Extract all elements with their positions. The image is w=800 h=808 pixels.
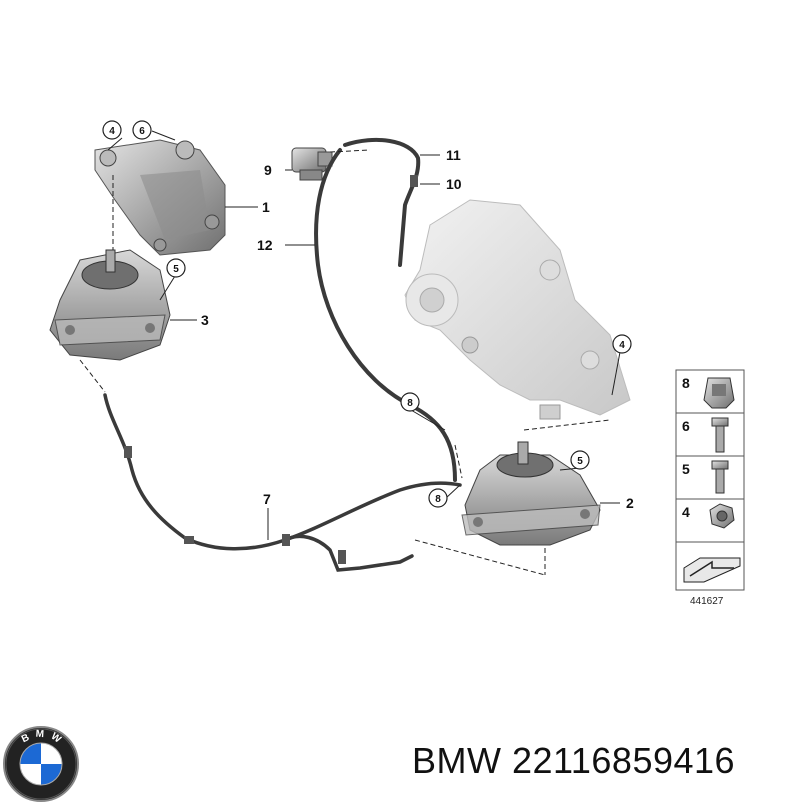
- legend-number-8: 8: [682, 375, 690, 391]
- circled-callout-8-middle: 8: [400, 392, 420, 412]
- hex-nut-icon: [709, 503, 735, 529]
- circled-callout-8-lower: 8: [428, 488, 448, 508]
- callout-3: 3: [201, 312, 209, 328]
- bolt-short-icon: [711, 460, 729, 494]
- svg-text:6: 6: [139, 126, 145, 137]
- diagram-reference-number: 441627: [690, 596, 724, 607]
- callout-2: 2: [626, 495, 634, 511]
- parts-diagram: 1 3 2 12 9 11 10 7 4 6 5 4 8 8 5 8 6: [49, 120, 745, 607]
- hose-clips: [124, 175, 418, 564]
- svg-text:5: 5: [173, 264, 179, 275]
- legend-number-4: 4: [682, 504, 690, 520]
- circled-callout-4-top: 4: [102, 120, 122, 140]
- svg-text:5: 5: [577, 456, 583, 467]
- leader-lines: [107, 130, 621, 540]
- circled-callout-5-right: 5: [570, 450, 590, 470]
- callout-10: 10: [446, 176, 462, 192]
- svg-text:4: 4: [619, 340, 625, 351]
- circled-callout-5-left: 5: [166, 258, 186, 278]
- part-number-caption: BMW 22116859416: [412, 740, 735, 782]
- legend-number-6: 6: [682, 418, 690, 434]
- dashed-connectors: [79, 149, 611, 576]
- legend-number-5: 5: [682, 461, 690, 477]
- bolt-long-icon: [711, 417, 729, 453]
- forward-direction-arrow-icon: [683, 557, 741, 583]
- engine-support-bracket-ghost: [404, 199, 631, 420]
- engine-mount-right: [461, 441, 601, 546]
- hose-clip-icon: [703, 377, 735, 409]
- circled-callout-4-right: 4: [612, 334, 632, 354]
- callout-11: 11: [446, 147, 461, 163]
- callout-12: 12: [257, 237, 273, 253]
- svg-text:4: 4: [109, 126, 115, 137]
- svg-text:8: 8: [435, 494, 441, 505]
- callout-1: 1: [262, 199, 270, 215]
- circled-callout-6-top: 6: [132, 120, 152, 140]
- bmw-logo: BMW: [2, 725, 80, 803]
- callout-9: 9: [264, 162, 272, 178]
- brand-name: BMW: [412, 740, 502, 781]
- engine-mount-bracket: [94, 139, 226, 256]
- fastener-legend: 8 6 5 4: [675, 369, 745, 591]
- vacuum-hose-7: [103, 393, 462, 572]
- callout-7: 7: [263, 491, 271, 507]
- part-number: 22116859416: [512, 740, 736, 781]
- svg-text:8: 8: [407, 398, 413, 409]
- vacuum-valve: [291, 147, 333, 181]
- engine-mount-left: [49, 249, 171, 361]
